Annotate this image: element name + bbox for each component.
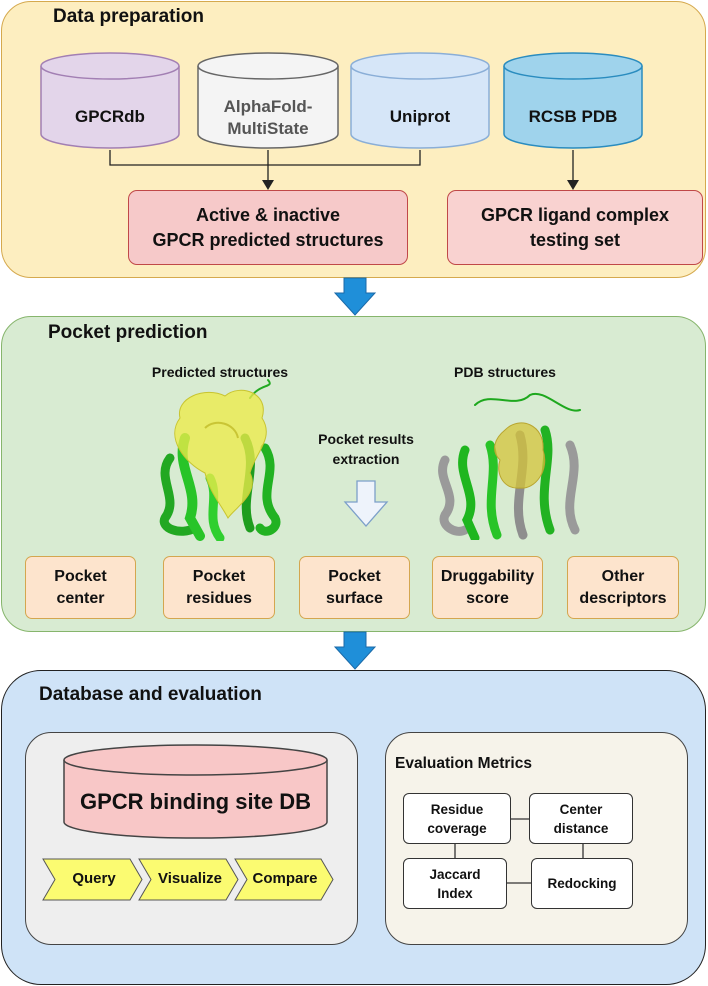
gpcr-binding-site-db: GPCR binding site DB (63, 744, 328, 839)
cylinder-shape (40, 52, 180, 149)
flow-arrow-2 (333, 631, 377, 670)
testing-set-label: GPCR ligand complex testing set (480, 204, 670, 250)
jaccard-index-box: Jaccard Index (403, 858, 507, 909)
compare-button[interactable]: Compare (252, 870, 318, 887)
chevron-shapes (42, 858, 334, 901)
druggability-score-label: Druggability score (440, 567, 535, 607)
other-descriptors-box: Other descriptors (567, 556, 679, 619)
evaluation-metrics-title: Evaluation Metrics (395, 755, 532, 772)
pocket-surface-box: Pocket surface (299, 556, 410, 619)
jaccard-index-label: Jaccard Index (429, 866, 481, 901)
pocket-prediction-title: Pocket prediction (48, 322, 208, 343)
center-distance-label: Center distance (553, 801, 609, 836)
rcsb-pdb-label: RCSB PDB (528, 107, 618, 126)
other-descriptors-label: Other descriptors (579, 567, 667, 607)
pocket-center-label: Pocket center (54, 567, 107, 607)
gpcrdb-database: GPCRdb (40, 52, 180, 150)
pocket-residues-label: Pocket residues (186, 567, 252, 607)
visualize-button[interactable]: Visualize (158, 870, 222, 887)
predicted-structures-box: Active & inactive GPCR predicted structu… (128, 190, 408, 265)
druggability-score-box: Druggability score (432, 556, 543, 619)
database-evaluation-title: Database and evaluation (39, 684, 262, 705)
data-preparation-title: Data preparation (53, 6, 204, 27)
center-distance-box: Center distance (529, 793, 633, 844)
extraction-arrow (343, 480, 389, 527)
cylinder-shape (503, 52, 643, 149)
uniprot-database: Uniprot (350, 52, 490, 150)
action-chevrons: Query Visualize Compare (42, 858, 334, 901)
pocket-center-box: Pocket center (25, 556, 136, 619)
gpcrdb-label: GPCRdb (75, 107, 145, 126)
predicted-structures-label: Active & inactive GPCR predicted structu… (152, 204, 384, 250)
rcsb-pdb-database: RCSB PDB (503, 52, 643, 150)
residue-coverage-label: Residue coverage (427, 801, 487, 836)
gpcr-binding-site-db-label: GPCR binding site DB (80, 789, 311, 814)
alphafold-multistate-database: AlphaFold- MultiState (197, 52, 339, 150)
cylinder-shape (197, 52, 339, 149)
flow-arrow-1 (333, 277, 377, 316)
extraction-caption: Pocket results extraction (318, 431, 414, 467)
residue-coverage-box: Residue coverage (403, 793, 511, 844)
uniprot-label: Uniprot (389, 107, 451, 126)
query-button[interactable]: Query (72, 870, 116, 887)
redocking-box: Redocking (531, 858, 633, 909)
predicted-structure-image (159, 379, 281, 541)
alphafold-multistate-label: AlphaFold- MultiState (223, 97, 313, 138)
pocket-residues-box: Pocket residues (163, 556, 275, 619)
cylinder-shape (63, 744, 328, 839)
testing-set-box: GPCR ligand complex testing set (447, 190, 703, 265)
pocket-surface-label: Pocket surface (326, 567, 383, 607)
cylinder-shape (350, 52, 490, 149)
pdb-structure-image (438, 392, 581, 540)
source-connectors (109, 150, 579, 190)
pdb-structures-caption: PDB structures (454, 364, 556, 380)
redocking-label: Redocking (547, 876, 617, 891)
predicted-structures-caption: Predicted structures (151, 364, 289, 380)
